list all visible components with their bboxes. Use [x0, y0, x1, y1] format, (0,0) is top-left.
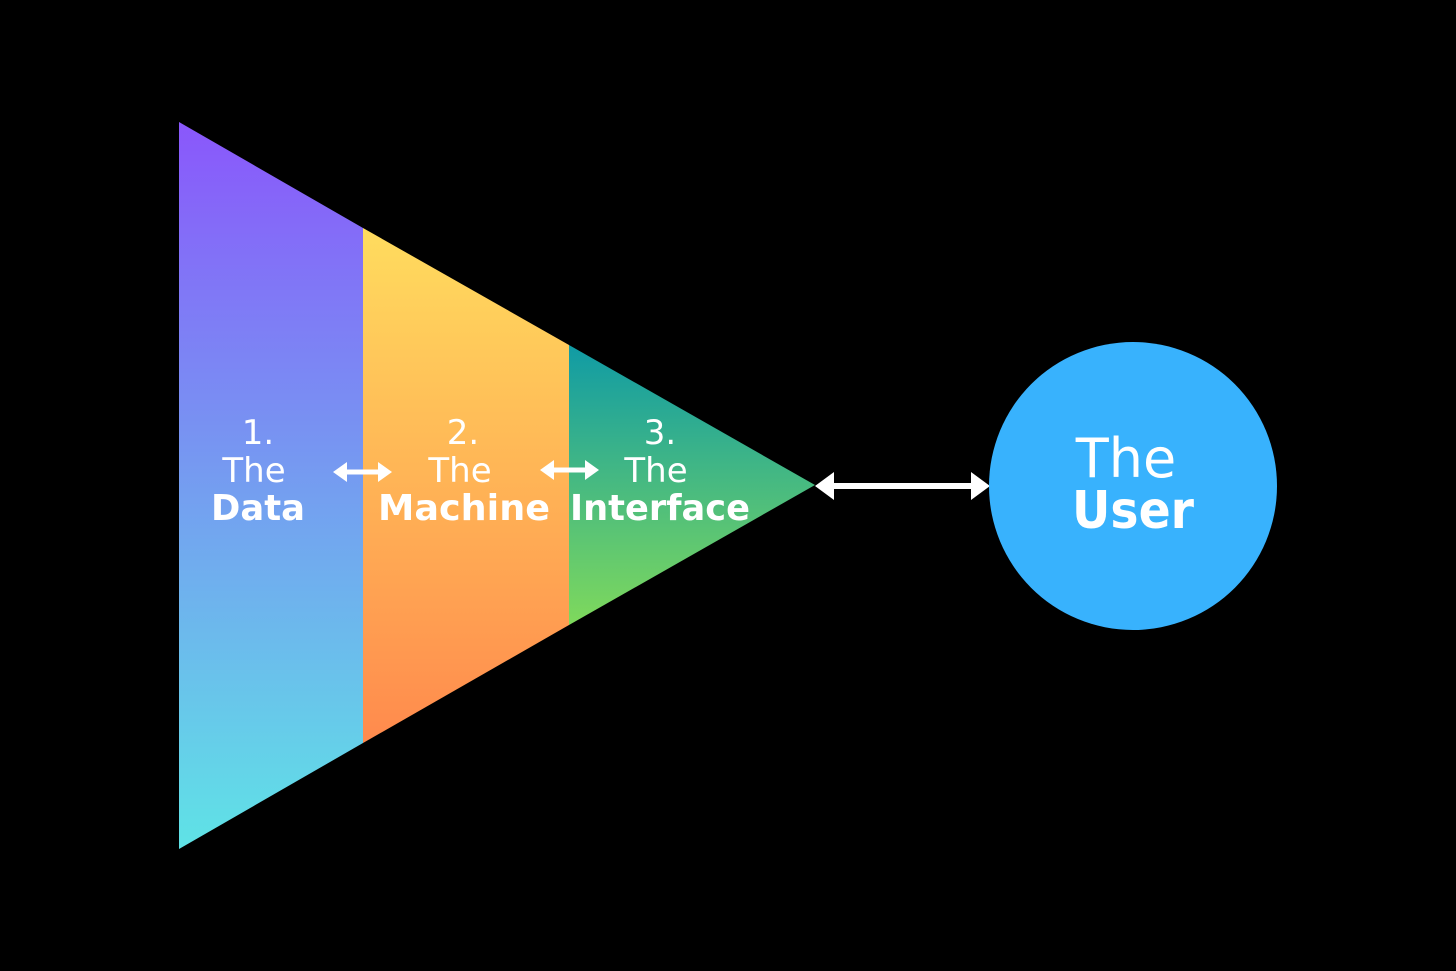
stage-the: The	[427, 451, 491, 491]
interface-segment	[569, 345, 815, 625]
stage-the: The	[623, 451, 687, 491]
arrow-data-machine	[333, 462, 392, 482]
data-segment	[179, 122, 363, 849]
arrow-interface-user	[815, 472, 990, 500]
stage-name: Interface	[570, 488, 750, 529]
stage-number: 3.	[644, 413, 676, 453]
stage-interface-label: 3. The Interface	[570, 413, 750, 529]
stage-data-label: 1. The Data	[211, 413, 305, 529]
stage-number: 2.	[447, 413, 479, 453]
stage-the: The	[221, 451, 285, 491]
machine-segment	[363, 228, 569, 743]
stage-number: 1.	[242, 413, 274, 453]
stage-name: Machine	[378, 488, 550, 529]
stage-name: Data	[211, 488, 305, 529]
user-name: User	[1072, 481, 1194, 541]
user-circle	[989, 342, 1277, 630]
arrow-machine-interface	[540, 460, 599, 480]
user-the: The	[1075, 427, 1176, 490]
stage-machine-label: 2. The Machine	[378, 413, 550, 529]
